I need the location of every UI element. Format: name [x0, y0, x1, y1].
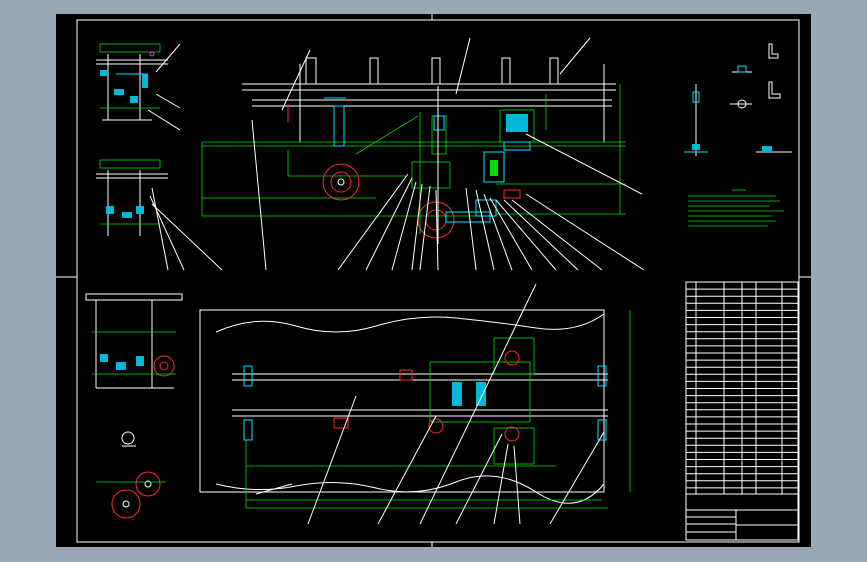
detail-views: [684, 43, 792, 156]
technical-notes: [688, 189, 784, 227]
parts-list-rows: [686, 288, 798, 489]
side-view-a: [96, 43, 181, 131]
assembly-drawing: [56, 14, 811, 547]
drawing-border: [76, 19, 800, 543]
front-view: [201, 37, 645, 271]
side-view-c: [85, 293, 183, 519]
side-view-b: [96, 159, 223, 271]
plan-view: [199, 283, 631, 525]
drawing-sheet[interactable]: [56, 14, 811, 547]
parts-list: [685, 281, 799, 541]
